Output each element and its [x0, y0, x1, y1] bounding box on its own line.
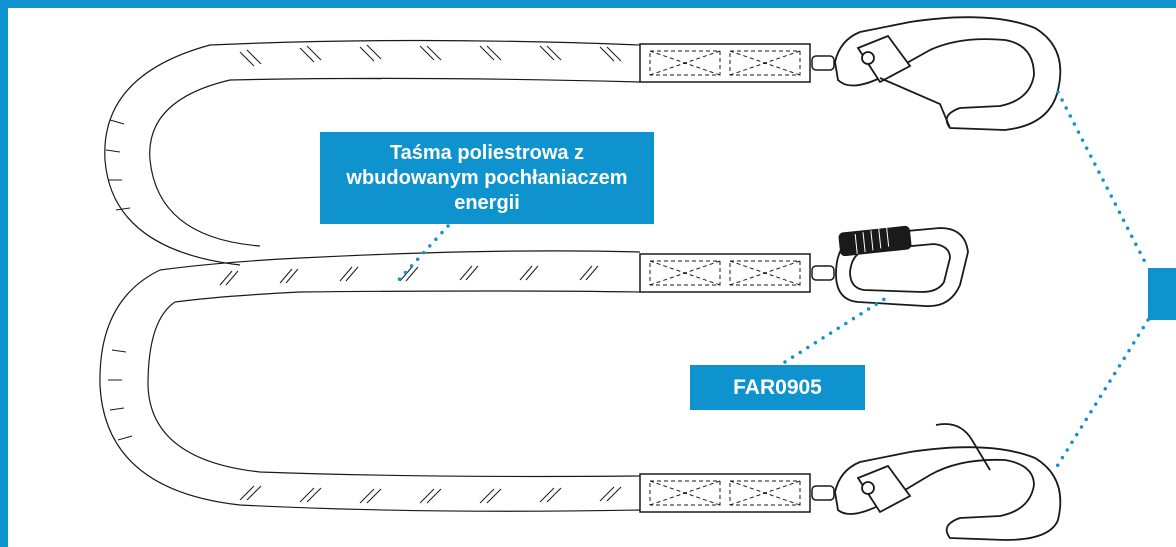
leader-hook-top [1056, 90, 1150, 270]
sleeve-stitching [649, 50, 801, 506]
screwgate-carabiner-icon [835, 225, 969, 308]
webbing-lanyard-icon [99, 39, 641, 512]
leader-hook-bottom [1054, 318, 1150, 470]
webbing-bottom-outer [99, 269, 641, 512]
model-label: FAR0905 [690, 365, 865, 410]
connector-links [811, 55, 835, 501]
large-snap-hook-icon [834, 423, 1062, 541]
left-border-bar [0, 0, 8, 547]
leader-model [783, 296, 888, 364]
side-tab [1148, 268, 1176, 320]
webbing-top-inner [149, 77, 641, 247]
screw-sleeve [838, 225, 912, 257]
sleeve-top [639, 43, 811, 83]
sleeve-middle [639, 253, 811, 293]
energy-absorber-sleeve-icon [639, 43, 811, 513]
webbing-hatching [105, 44, 622, 504]
sleeve-bottom [639, 473, 811, 513]
webbing-label: Taśma poliestrowa z wbudowanym pochłania… [320, 132, 654, 224]
webbing-top-outer [104, 39, 641, 266]
webbing-bottom-inner [147, 301, 641, 478]
top-border-bar [0, 0, 1176, 8]
webbing-middle-bottom [174, 290, 641, 303]
leader-lines [393, 90, 1150, 470]
large-snap-hook-icon [834, 16, 1062, 131]
leader-webbing [393, 224, 450, 286]
webbing-middle-top [159, 250, 641, 271]
